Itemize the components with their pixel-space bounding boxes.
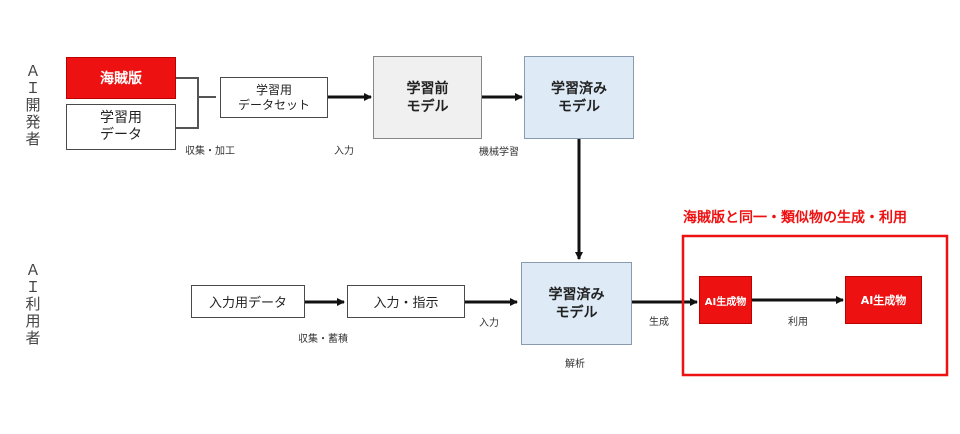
input-data-box: 入力用データ [191,285,305,318]
label-generate: 生成 [649,317,669,328]
row-label-developer-char: Ｉ [25,79,41,97]
highlight-title: 海賊版と同一・類似物の生成・利用 [683,210,907,226]
trained-model-box-bottom: 学習済み モデル [521,262,632,345]
label-input-top: 入力 [334,146,354,157]
row-label-user-char: 用 [25,312,41,330]
merge-line-pirated [176,77,216,98]
ai-output-box-2: AI生成物 [845,276,922,324]
label-use: 利用 [788,317,808,328]
training-dataset-box: 学習用 データセット [220,77,328,118]
label-collect-process: 収集・加工 [185,146,235,157]
row-label-user-char: Ｉ [25,278,41,296]
row-label-developer-char: 発 [25,113,41,131]
pirated-copy-box: 海賊版 [66,57,176,99]
ai-output-box-1: AI生成物 [699,276,752,324]
pretrained-model-box: 学習前 モデル [373,56,482,139]
label-machine-learning: 機械学習 [479,147,519,158]
label-input-bottom: 入力 [479,318,499,329]
row-label-developer: Ａ Ｉ 開 発 者 [23,63,43,148]
row-label-user-char: 利 [25,295,41,313]
row-label-user: Ａ Ｉ 利 用 者 [23,262,43,347]
training-data-box: 学習用 データ [66,104,176,150]
input-instruction-box: 入力・指示 [347,285,465,318]
row-label-developer-char: 者 [25,130,41,148]
label-collect-accumulate: 収集・蓄積 [298,334,348,345]
trained-model-box-top: 学習済み モデル [524,56,634,139]
row-label-developer-char: 開 [25,96,41,114]
row-label-developer-char: Ａ [25,62,41,80]
merge-line-training [176,97,199,129]
row-label-user-char: 者 [25,329,41,347]
row-label-user-char: Ａ [25,261,41,279]
highlight-frame [681,234,949,377]
label-analysis: 解析 [565,359,585,370]
